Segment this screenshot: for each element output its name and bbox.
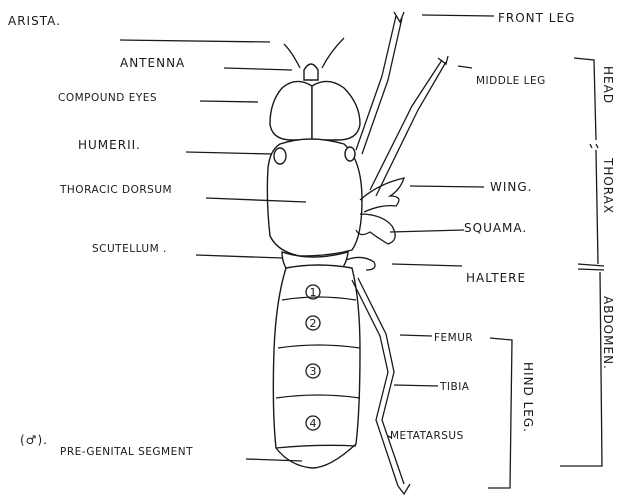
label-wing: WING. <box>490 180 533 194</box>
label-scutellum: SCUTELLUM . <box>92 243 167 255</box>
label-haltere: HALTERE <box>466 271 526 285</box>
segment-number-3: 3 <box>310 365 317 378</box>
label-tibia: TIBIA <box>439 381 470 393</box>
label-compound-eyes: COMPOUND EYES <box>58 92 157 104</box>
legs <box>352 12 448 494</box>
label-femur: FEMUR <box>434 332 473 344</box>
label-squama: SQUAMA. <box>464 221 527 235</box>
label-humerii: HUMERII. <box>78 138 141 152</box>
label-male-symbol: (♂). <box>20 433 48 447</box>
humerus-right <box>345 147 355 161</box>
label-pre-genital-segment: PRE-GENITAL SEGMENT <box>60 446 193 458</box>
insect-body: 1 2 3 4 <box>267 38 362 468</box>
abdomen-outline <box>273 265 360 468</box>
front-leg <box>356 16 402 154</box>
label-hind-leg: HIND LEG. <box>521 362 535 433</box>
right-compound-eye <box>312 81 360 140</box>
hind-leg-bracket <box>488 338 512 488</box>
segment-number-4: 4 <box>310 417 317 430</box>
label-thoracic-dorsum: THORACIC DORSUM <box>59 184 172 196</box>
label-metatarsus: METATARSUS <box>390 430 464 442</box>
label-front-leg: FRONT LEG <box>498 11 575 25</box>
middle-leg <box>370 60 446 196</box>
region-brackets <box>560 58 604 466</box>
segment-number-2: 2 <box>310 317 317 330</box>
label-antenna: ANTENNA <box>120 56 185 70</box>
humerus-left <box>274 148 286 164</box>
label-arista: ARISTA. <box>8 14 61 28</box>
left-compound-eye <box>270 81 312 140</box>
label-head: HEAD <box>601 66 615 104</box>
label-thorax: THORAX <box>601 157 615 214</box>
label-abdomen: ABDOMEN. <box>601 296 615 370</box>
segment-number-1: 1 <box>310 286 317 299</box>
label-middle-leg: MIDDLE LEG <box>476 75 546 87</box>
